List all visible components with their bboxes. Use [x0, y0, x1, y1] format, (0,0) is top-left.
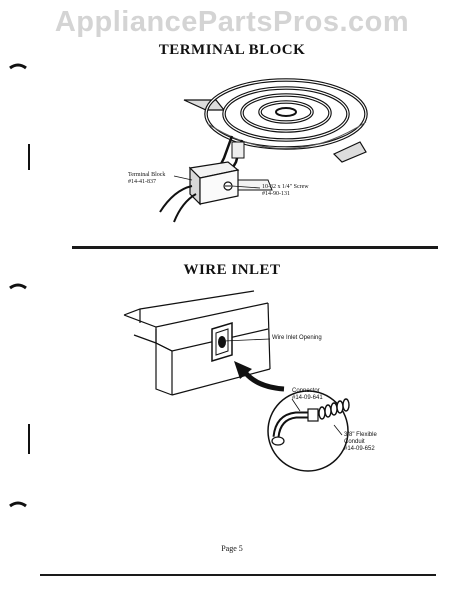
edge-mark-bottom — [28, 424, 30, 454]
watermark: AppliancePartsPros.com — [54, 6, 410, 38]
terminal-block-diagram — [159, 78, 368, 223]
terminal-block-label: Terminal Block #14-41-837 — [128, 172, 165, 186]
heating-element-coil — [204, 78, 368, 150]
leader-terminal-block — [173, 175, 193, 181]
conduit-name-line-1: 3/8" Flexible — [344, 432, 377, 438]
leader-conduit — [333, 424, 343, 436]
block-mounting-bracket — [231, 141, 245, 159]
terminal-block-title: TERMINAL BLOCK — [158, 42, 306, 58]
left-margin-marks — [9, 63, 30, 508]
hole-punch-mark-top — [9, 63, 27, 70]
page-number: Page 5 — [221, 544, 243, 553]
screw-name: 10-32 x 1/4" Screw — [262, 184, 309, 190]
wire-inlet-title: WIRE INLET — [183, 262, 281, 278]
arrow-head — [234, 361, 252, 379]
wire-inlet-opening-label: Wire Inlet Opening — [272, 335, 322, 341]
wire-inlet-diagram — [123, 290, 350, 472]
conduit-part-number: #14-09-652 — [344, 446, 375, 452]
connector-elbow-inner — [274, 413, 310, 438]
terminal-block-name: Terminal Block — [128, 172, 166, 178]
lead-wire-2 — [173, 193, 197, 223]
connector-name: Connector — [292, 388, 320, 394]
support-bracket — [183, 99, 226, 111]
range-cabinet — [123, 290, 271, 396]
leader-screw — [231, 185, 261, 189]
leader-wire-inlet — [223, 338, 271, 342]
leader-connector — [291, 398, 301, 412]
support-bracket-right — [332, 141, 367, 163]
bottom-rule — [40, 574, 436, 576]
connector-clamp — [307, 408, 319, 422]
hole-punch-mark-middle — [9, 283, 27, 290]
connector-label: Connector #14-09-641 — [292, 388, 323, 402]
conduit-name-line-2: Conduit — [344, 439, 365, 445]
terminal-block-body — [188, 161, 240, 206]
lead-wire-1 — [159, 185, 193, 213]
screw-part-number: #14-90-131 — [262, 191, 290, 197]
screw-label: 10-32 x 1/4" Screw #14-90-131 — [262, 184, 309, 198]
wire-inlet-opening-frame — [211, 321, 233, 363]
edge-mark-top — [28, 144, 30, 170]
conduit-label: 3/8" Flexible Conduit #14-09-652 — [344, 432, 377, 453]
section-divider — [72, 246, 438, 249]
flexible-conduit — [318, 398, 350, 420]
terminal-block-part-number: #14-41-837 — [128, 179, 156, 185]
connector-part-number: #14-09-641 — [292, 395, 323, 401]
hole-punch-mark-bottom — [9, 501, 27, 508]
coil-shadow — [207, 121, 367, 149]
connector-nut — [271, 436, 285, 446]
